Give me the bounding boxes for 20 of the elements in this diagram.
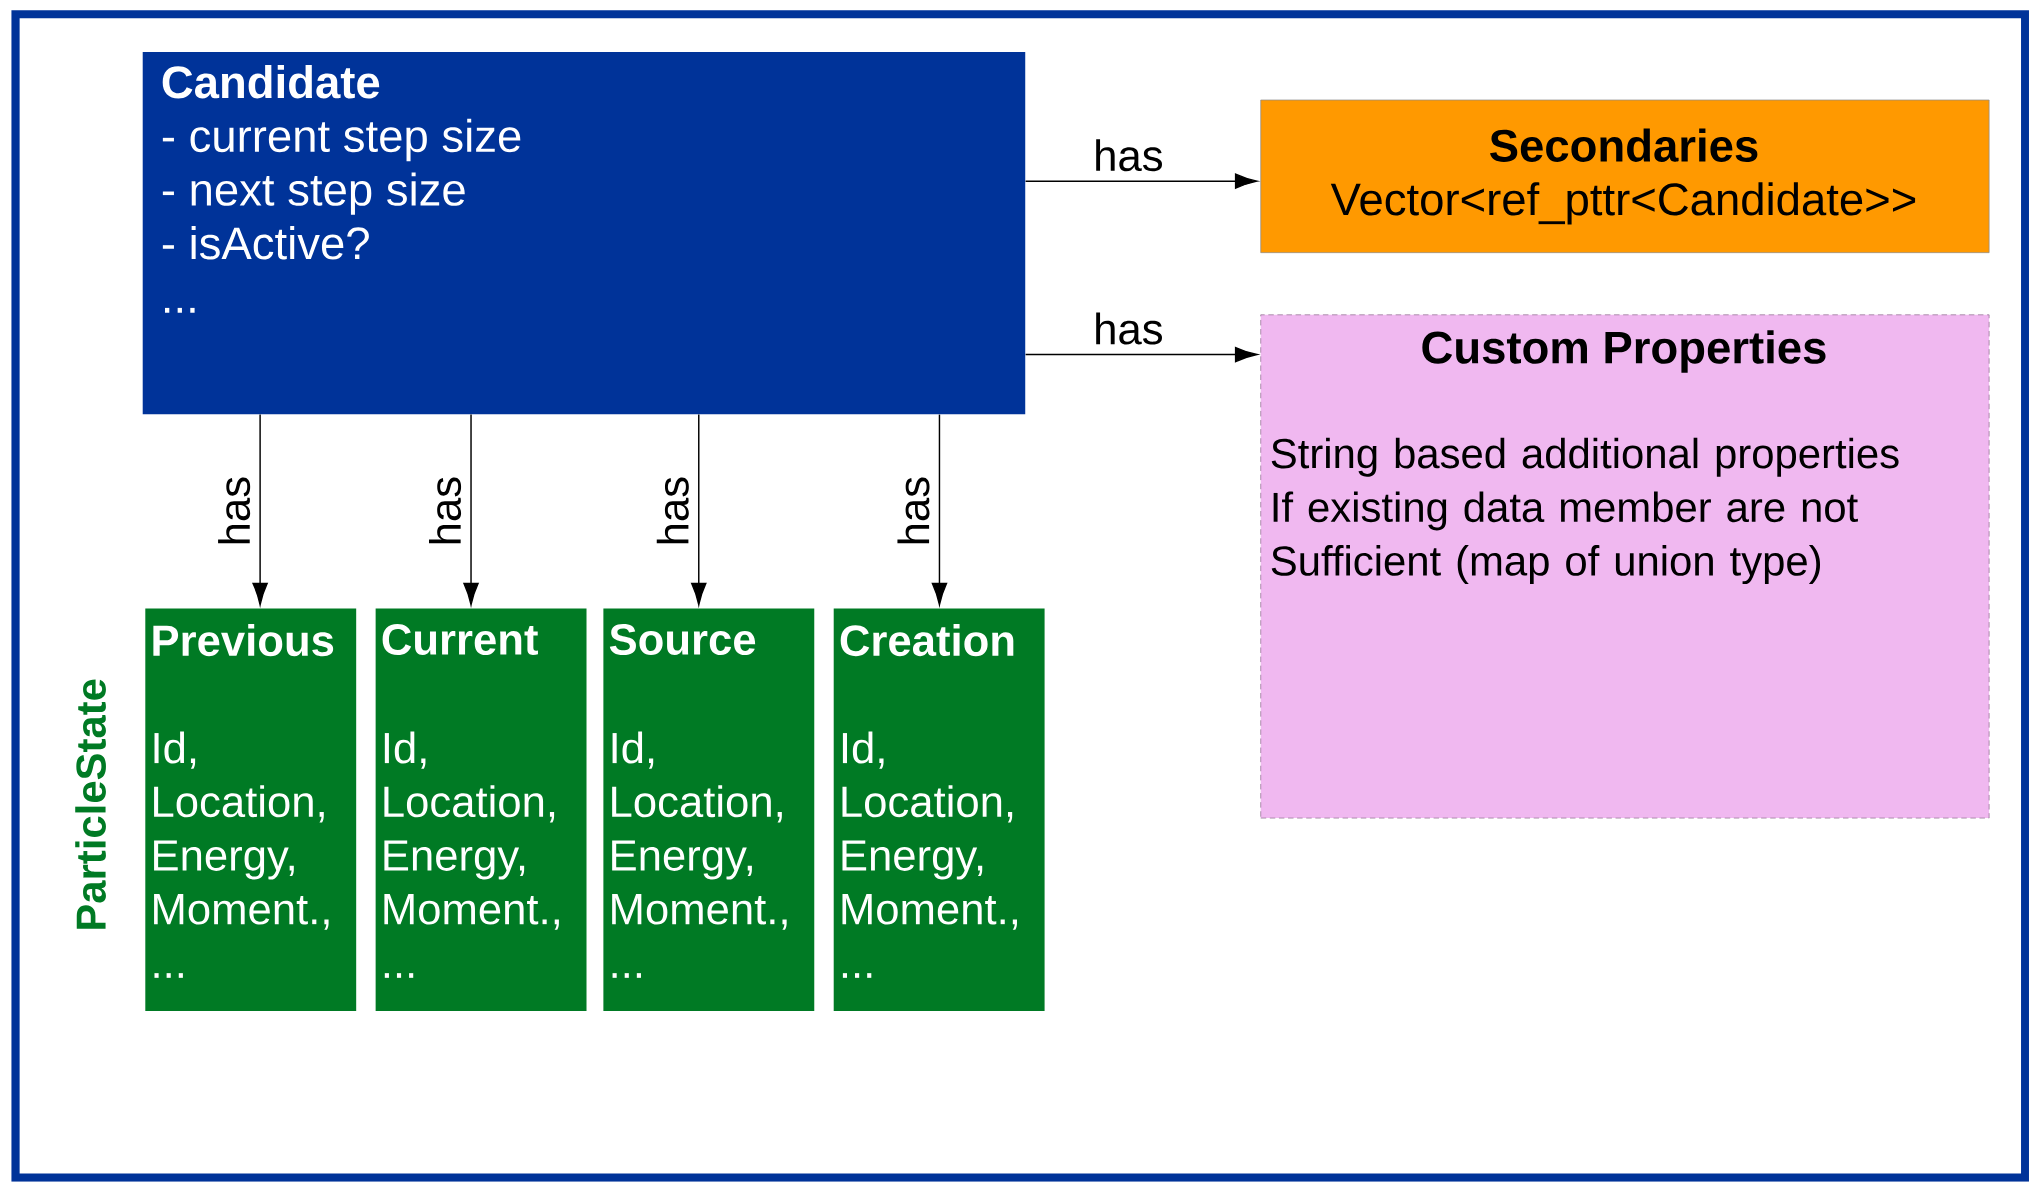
arrow <box>252 414 268 606</box>
state-box: Previous Id, Location, Energy, Moment., ... <box>145 608 357 1012</box>
state-box: Current Id, Location, Energy, Moment., ... <box>375 608 587 1012</box>
group-label: ParticleState <box>75 679 106 929</box>
edge-label: has <box>1096 312 1162 345</box>
edge-label: has <box>1096 139 1162 172</box>
arrow <box>691 414 707 606</box>
state-box: Creation Id, Location, Energy, Moment., ... <box>833 608 1045 1012</box>
edge-label: has <box>218 477 251 544</box>
class-box: Secondaries Vector<ref_pttr<Candidate>> <box>1260 99 1990 254</box>
arrow <box>463 414 479 606</box>
edge-label: has <box>897 477 930 544</box>
arrow <box>1024 346 1258 363</box>
arrow <box>1024 173 1258 190</box>
class-box: Custom Properties String based additional properties If existing data member are not Sufficient (map of union type) <box>1260 314 1990 819</box>
class-box: Candidate - current step size - next step size - isActive? ... <box>142 52 1026 415</box>
edge-label: has <box>429 477 462 544</box>
edge-label: has <box>656 477 689 544</box>
arrow <box>931 414 948 606</box>
state-box: Source Id, Location, Energy, Moment., ... <box>603 608 815 1012</box>
